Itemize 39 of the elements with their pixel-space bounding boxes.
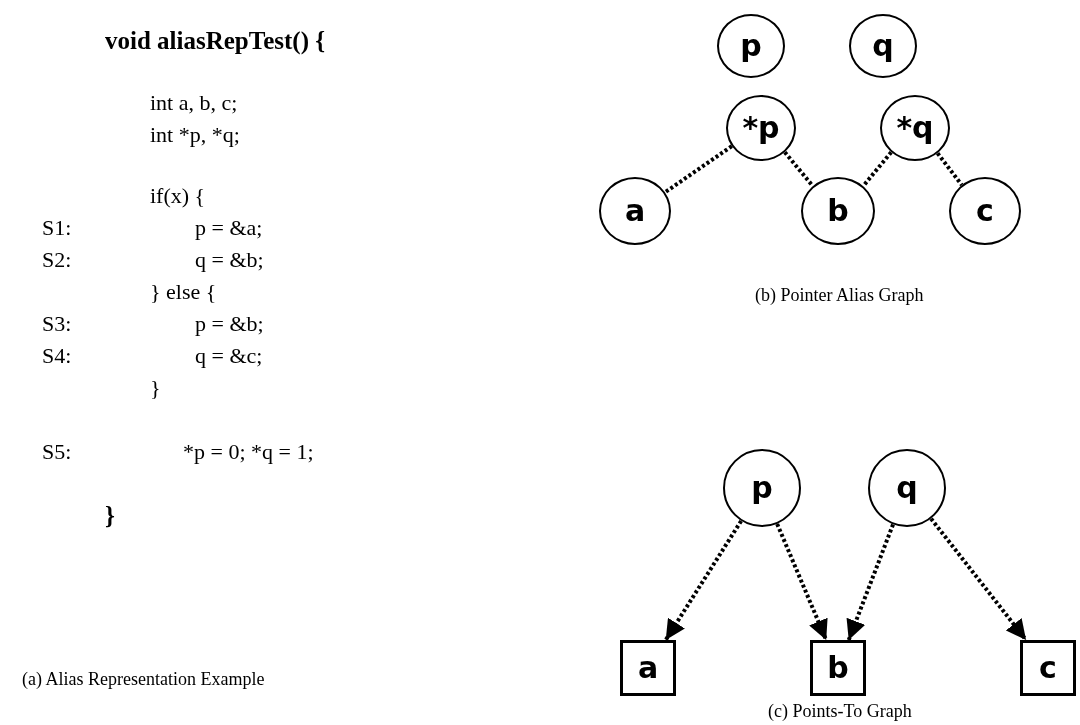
memory-box: a bbox=[620, 640, 676, 696]
code-line: int a, b, c; bbox=[150, 92, 238, 114]
dotted-line bbox=[663, 144, 733, 194]
dotted-arrow bbox=[846, 523, 895, 641]
code-line: p = &b; bbox=[195, 313, 264, 335]
variable-circle: a bbox=[599, 177, 671, 245]
variable-circle: p bbox=[717, 14, 785, 78]
code-line: S3: bbox=[42, 313, 72, 335]
code-line: } else { bbox=[150, 281, 217, 303]
code-line: q = &b; bbox=[195, 249, 264, 271]
code-line: *p = 0; *q = 1; bbox=[183, 441, 314, 463]
variable-circle: b bbox=[801, 177, 875, 245]
dotted-line bbox=[935, 152, 964, 187]
code-line: S1: bbox=[42, 217, 72, 239]
code-line: S2: bbox=[42, 249, 72, 271]
dotted-arrow bbox=[664, 519, 743, 642]
code-line: S4: bbox=[42, 345, 72, 367]
code-line: if(x) { bbox=[150, 185, 206, 207]
variable-circle: *p bbox=[726, 95, 796, 161]
code-line: int *p, *q; bbox=[150, 124, 240, 146]
memory-box: c bbox=[1020, 640, 1076, 696]
code-line: } bbox=[150, 377, 161, 399]
code-line: void aliasRepTest() { bbox=[105, 28, 326, 53]
figure-caption: (b) Pointer Alias Graph bbox=[755, 286, 924, 304]
variable-circle: p bbox=[723, 449, 801, 527]
code-line: S5: bbox=[42, 441, 72, 463]
memory-box: b bbox=[810, 640, 866, 696]
code-line: p = &a; bbox=[195, 217, 263, 239]
code-line: q = &c; bbox=[195, 345, 263, 367]
variable-circle: *q bbox=[880, 95, 950, 161]
dotted-line bbox=[861, 150, 893, 188]
dotted-arrow bbox=[775, 523, 829, 641]
dotted-line bbox=[783, 150, 815, 188]
variable-circle: q bbox=[849, 14, 917, 78]
figure-caption: (a) Alias Representation Example bbox=[22, 670, 265, 688]
code-line: } bbox=[105, 503, 115, 528]
variable-circle: c bbox=[949, 177, 1021, 245]
dotted-arrow bbox=[929, 517, 1028, 642]
variable-circle: q bbox=[868, 449, 946, 527]
